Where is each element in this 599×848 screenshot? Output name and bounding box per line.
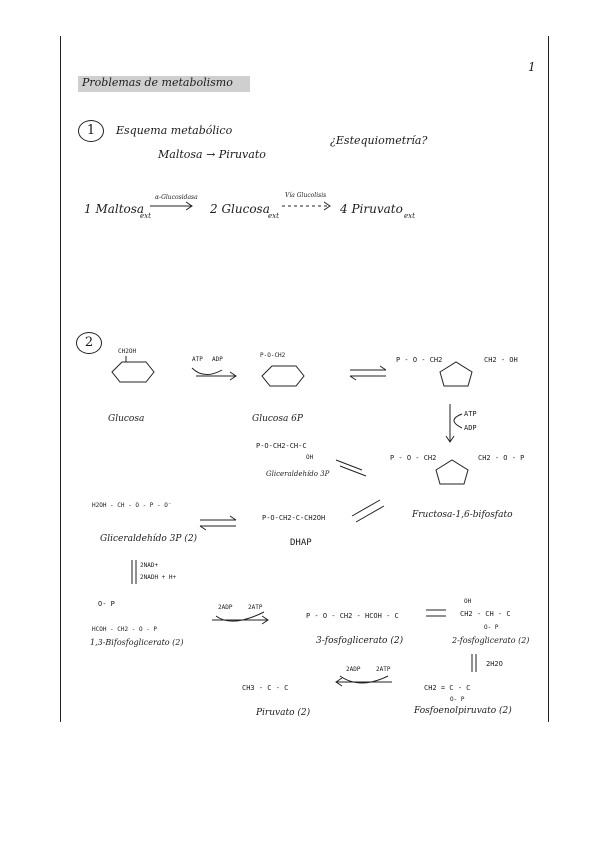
page-title: Problemas de metabolismo [82,76,233,89]
g3p-formula: H2OH - CH - O - P - O⁻ [92,502,172,509]
glucosa6p-top-group: P-O-CH2 [260,352,286,359]
fructosa6p-formula: P - O - CH2 [396,356,443,364]
step3-curve [453,413,463,429]
title-highlight [78,76,250,92]
eq-arrow1-head [185,201,193,211]
aldolase-arrow-2 [351,499,381,517]
aldolase-arrow-1 [335,459,363,471]
glucosa6p-ring [261,365,305,387]
fructosa6p-ring [439,361,473,387]
isomerase-arrow-back-head [349,375,357,381]
glucosa-ring [111,361,155,383]
piruvato-formula: CH3 - C - C [242,684,289,692]
step1-atp: ATP [192,356,203,363]
fructosa16bp-side-group: CH2 - O - P [478,454,525,462]
eq-product: 4 Piruvato [340,202,403,216]
g3p-top-oh: OH [306,454,314,461]
pep-label: Fosfoenolpiruvato (2) [414,706,512,716]
glucosa-label: Glucosa [108,414,145,424]
right-margin-line [548,36,549,722]
pg2-bottom: O- P [484,624,499,631]
dhap-formula: P-O-CH2-C-CH2OH [262,514,326,522]
step-atp1-curve [215,611,265,622]
pg3-formula: P - O - CH2 - HCOH - C [306,612,399,620]
pep-bottom: O- P [450,696,465,703]
tpi-arrow-back-head [199,525,207,531]
step-atp2-curve [339,675,389,684]
section-1-heading: Esquema metabólico [116,124,233,137]
step-atp2-in: 2ADP [346,666,361,673]
step-atp2-arrow-head [335,677,343,687]
pep-formula: CH2 = C - C [424,684,471,692]
eq-arrow2-label: Vía Glucolisis [285,192,327,199]
aldolase-arrow-1b [339,465,367,477]
pg2-top: OH [464,598,472,605]
step-water: 2H2O [486,660,503,668]
dhap-label: DHAP [290,538,312,548]
tpi-arrow-forward-head [229,515,237,521]
isomerase-arrow-forward-head [379,365,387,371]
step-nad-in: 2NAD+ [140,562,159,569]
fructosa16bp-label: Fructosa-1,6-bifosfato [412,510,513,520]
bpg13-label: 1,3-Bifosfoglicerato (2) [90,638,184,647]
bpg13-formula: HCOH - CH2 - O - P [92,626,158,633]
eq-intermediate: 2 Glucosa [210,202,270,216]
aldolase-arrow-2b [355,505,385,523]
fructosa16bp-formula: P - O - CH2 [390,454,437,462]
eq-reactant-sub: ext [140,212,151,220]
glucosa6p-label: Glucosa 6P [252,414,303,424]
fructosa16bp-ring [435,459,469,485]
step-atp2-out: 2ATP [376,666,391,673]
pg3-label: 3-fosfoglicerato (2) [316,636,404,646]
eq-arrow1-label: α-Glucosidasa [155,194,198,201]
step3-arrow-head [445,435,455,443]
piruvato-label: Piruvato (2) [256,708,311,718]
pg2-formula: CH2 - CH - C [460,610,511,618]
section-1-subheading: Maltosa → Piruvato [158,148,266,161]
g3p-top-formula: P-O-CH2-CH-C [256,442,307,450]
eq-reactant: 1 Maltosa [84,202,145,216]
eq-product-sub: ext [404,212,415,220]
step1-adp: ADP [212,356,223,363]
g3p-top-label: Gliceraldehído 3P [266,470,330,478]
step-atp1-out: 2ATP [248,604,263,611]
glucosa-top-group: CH2OH [118,348,137,355]
step-atp1-in: 2ADP [218,604,233,611]
bpg13-top: O- P [98,600,115,608]
g3p-label: Gliceraldehído 3P (2) [100,534,198,544]
step-nad-out: 2NADH + H+ [140,574,177,581]
section-1-number: 1 [78,120,104,142]
step1-curve [191,367,223,375]
section-2-number: 2 [76,332,102,354]
step-atp1-arrow-head [261,615,269,625]
section-1-question: ¿Estequiometría? [330,134,428,147]
eq-arrow2-head [323,201,331,211]
fructosa6p-side-group: CH2 - OH [484,356,518,364]
step1-arrow-head [229,371,237,381]
step3-adp: ADP [464,424,477,432]
left-margin-line [60,36,61,722]
pg2-label: 2-fosfoglicerato (2) [452,636,530,645]
page-number: 1 [528,60,536,74]
step3-atp: ATP [464,410,477,418]
eq-intermediate-sub: ext [268,212,279,220]
